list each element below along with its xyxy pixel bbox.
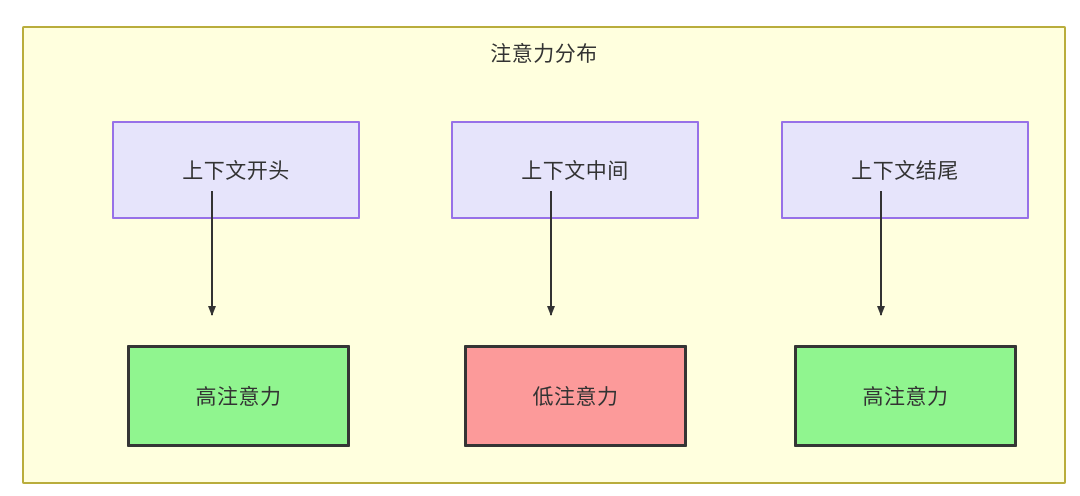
node-context-middle[interactable]: 上下文中间 (451, 121, 699, 219)
node-high-attention-start-label: 高注意力 (195, 385, 282, 409)
node-high-attention-end-label: 高注意力 (862, 385, 949, 409)
node-context-end-label: 上下文结尾 (851, 159, 959, 183)
attention-distribution-container: 注意力分布 上下文开头 上下文中间 上下文结尾 高注意力 低注意力 高注意力 (22, 26, 1066, 484)
node-low-attention-middle[interactable]: 低注意力 (464, 345, 687, 447)
node-high-attention-start[interactable]: 高注意力 (127, 345, 350, 447)
node-low-attention-middle-label: 低注意力 (532, 385, 619, 409)
node-context-start[interactable]: 上下文开头 (112, 121, 360, 219)
node-context-middle-label: 上下文中间 (521, 159, 629, 183)
node-high-attention-end[interactable]: 高注意力 (794, 345, 1017, 447)
node-context-start-label: 上下文开头 (182, 159, 290, 183)
node-context-end[interactable]: 上下文结尾 (781, 121, 1029, 219)
diagram-title: 注意力分布 (490, 42, 598, 66)
